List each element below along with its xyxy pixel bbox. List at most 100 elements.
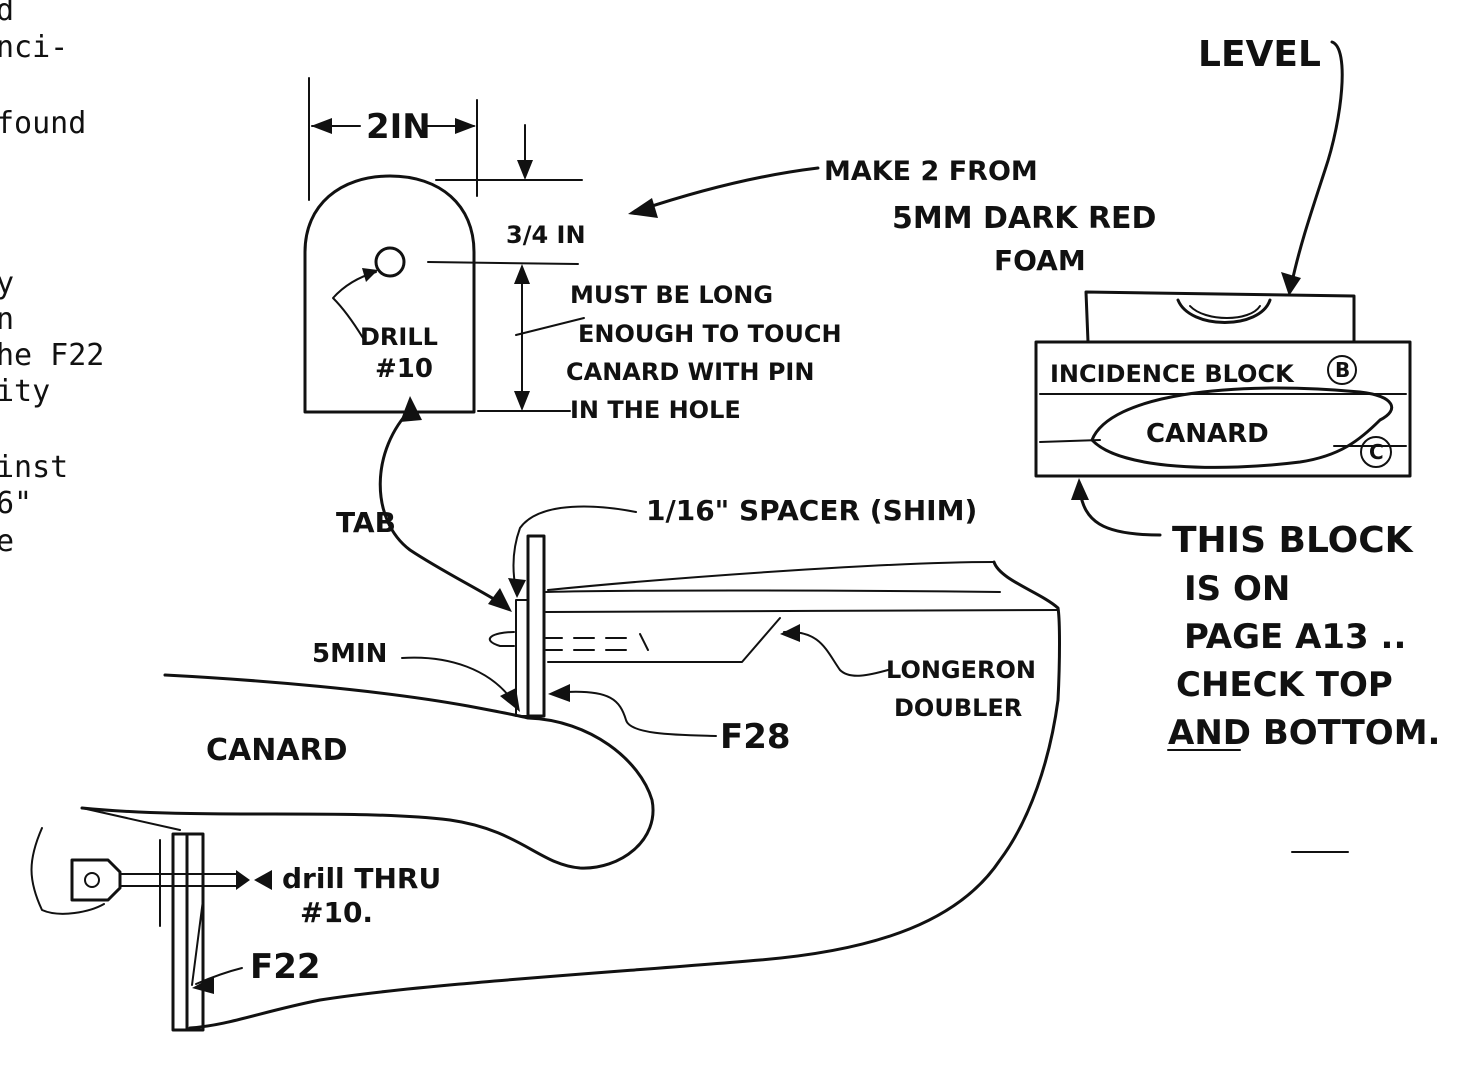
longeron-label-line2: DOUBLER bbox=[894, 694, 1022, 722]
margin-line-8: y bbox=[0, 266, 14, 301]
f28-tab bbox=[526, 534, 546, 718]
spacer-arrowhead bbox=[508, 578, 526, 598]
tab-detail: DRILL #10 2IN 3/4 IN MUST BE LONG ENOUGH… bbox=[303, 77, 1156, 424]
f22-bulkhead-left bbox=[171, 832, 189, 1032]
block-note-arrowhead bbox=[1071, 478, 1089, 500]
assembly-view: TAB 1/16" SPACER (SHIM) 5MIN LONGERON DO… bbox=[30, 396, 1061, 1032]
make-note-arrow bbox=[638, 166, 820, 212]
height-note-line4: IN THE HOLE bbox=[570, 396, 741, 424]
height-note-leader bbox=[515, 317, 585, 336]
longeron-bottom bbox=[545, 609, 1059, 613]
fuselage-outline bbox=[188, 698, 1060, 1030]
canard-airfoil-section bbox=[1090, 386, 1393, 469]
drill-note-line1: drill THRU bbox=[282, 862, 441, 895]
canard-lower-edge bbox=[81, 807, 181, 831]
pin-head bbox=[488, 631, 515, 647]
level-detail: LEVEL INCIDENCE BLOCK B CANARD C THIS BL… bbox=[1034, 34, 1440, 853]
width-arrow-left bbox=[311, 118, 332, 134]
canard-label: CANARD bbox=[206, 733, 348, 768]
drill-label-line1: DRILL bbox=[360, 323, 438, 351]
gap-label: 5MIN bbox=[312, 639, 387, 669]
drill-chuck bbox=[70, 858, 122, 902]
height-note-line2: ENOUGH TO TOUCH bbox=[578, 320, 842, 348]
margin-line-1: d bbox=[0, 0, 14, 28]
drill-label-line2: #10 bbox=[375, 354, 433, 384]
block-note-line5: AND BOTTOM. bbox=[1168, 713, 1440, 753]
drill-note-line2: #10. bbox=[300, 896, 373, 929]
fuselage-side-top bbox=[992, 560, 1061, 702]
hole-ext-line bbox=[427, 261, 579, 265]
make-note-line3: FOAM bbox=[994, 244, 1086, 277]
f28-leader bbox=[565, 690, 717, 737]
tab-arrow-head-top bbox=[400, 396, 422, 422]
tab-arrow-head-bottom bbox=[488, 588, 512, 612]
longeron-arrowhead bbox=[780, 624, 800, 642]
drill-body bbox=[30, 827, 105, 915]
pin-tip bbox=[639, 633, 649, 651]
height-note-line3: CANARD WITH PIN bbox=[566, 358, 814, 386]
height-note-line1: MUST BE LONG bbox=[570, 281, 773, 309]
f22-arrowhead bbox=[192, 976, 214, 994]
margin-line-2: nci- bbox=[0, 30, 68, 65]
top-dim-arrow bbox=[517, 160, 533, 180]
tab-arrow bbox=[378, 406, 504, 606]
block-bottom-line-left bbox=[1039, 439, 1101, 443]
drill-bit-tip bbox=[236, 870, 250, 890]
level-arrowhead bbox=[1281, 272, 1301, 296]
block-canard-label: CANARD bbox=[1146, 419, 1269, 449]
level-body bbox=[1084, 290, 1356, 344]
gap-arrowhead bbox=[500, 688, 520, 712]
make-note-line2: 5MM DARK RED bbox=[892, 201, 1156, 236]
longeron-leader bbox=[783, 630, 889, 677]
f22-bulkhead-right bbox=[185, 832, 205, 1032]
drill-leader bbox=[332, 271, 377, 339]
level-label: LEVEL bbox=[1198, 34, 1321, 75]
block-note-leader bbox=[1078, 490, 1162, 537]
drill-arrowhead bbox=[362, 268, 378, 282]
margin-line-4: found bbox=[0, 106, 86, 141]
spacer-label: 1/16" SPACER (SHIM) bbox=[646, 494, 977, 527]
height-arrow-bottom bbox=[514, 391, 530, 411]
block-note-line1: THIS BLOCK bbox=[1172, 520, 1414, 561]
block-letter: B bbox=[1335, 358, 1350, 382]
block-note-line3: PAGE A13 .. bbox=[1184, 617, 1406, 657]
incidence-block bbox=[1034, 340, 1412, 478]
margin-line-11: ity bbox=[0, 374, 50, 409]
shim-spacer bbox=[515, 599, 529, 717]
longeron-doubler bbox=[547, 617, 781, 663]
f28-label: F28 bbox=[720, 717, 791, 757]
spacer-leader bbox=[512, 505, 637, 591]
block-note-line2: IS ON bbox=[1184, 569, 1290, 609]
longeron-top bbox=[545, 589, 1001, 593]
top-dim-label: 3/4 IN bbox=[506, 221, 586, 249]
drill-hole bbox=[374, 246, 406, 278]
canard-letter-circle bbox=[1360, 436, 1392, 468]
level-leader bbox=[1290, 40, 1344, 284]
f22-label: F22 bbox=[250, 947, 321, 987]
margin-line-10: he F22 bbox=[0, 338, 104, 373]
longeron-label-line1: LONGERON bbox=[886, 656, 1036, 684]
tab-outline bbox=[303, 174, 476, 414]
fuselage-top-edge bbox=[547, 561, 995, 591]
canard-letter: C bbox=[1369, 440, 1384, 464]
gap-leader bbox=[401, 656, 513, 701]
canard-airfoil bbox=[80, 673, 655, 870]
width-label: 2IN bbox=[366, 107, 431, 147]
f22-bevel bbox=[191, 899, 204, 986]
make-note-line1: MAKE 2 FROM bbox=[824, 156, 1038, 187]
block-label: INCIDENCE BLOCK bbox=[1050, 360, 1295, 388]
margin-line-14: 6" bbox=[0, 486, 32, 521]
height-arrow-top bbox=[514, 264, 530, 284]
block-letter-circle bbox=[1327, 355, 1357, 385]
margin-line-13: inst bbox=[0, 450, 68, 485]
level-bubble-inner bbox=[1189, 305, 1261, 319]
block-note-line4: CHECK TOP bbox=[1176, 665, 1393, 705]
level-bubble-outer bbox=[1176, 298, 1272, 324]
f28-arrowhead bbox=[548, 684, 570, 702]
f22-leader bbox=[195, 967, 243, 985]
tab-label: TAB bbox=[336, 506, 396, 539]
margin-text: d nci- found y n he F22 ity inst 6" e bbox=[0, 0, 104, 559]
drill-note-arrowhead bbox=[254, 870, 272, 890]
